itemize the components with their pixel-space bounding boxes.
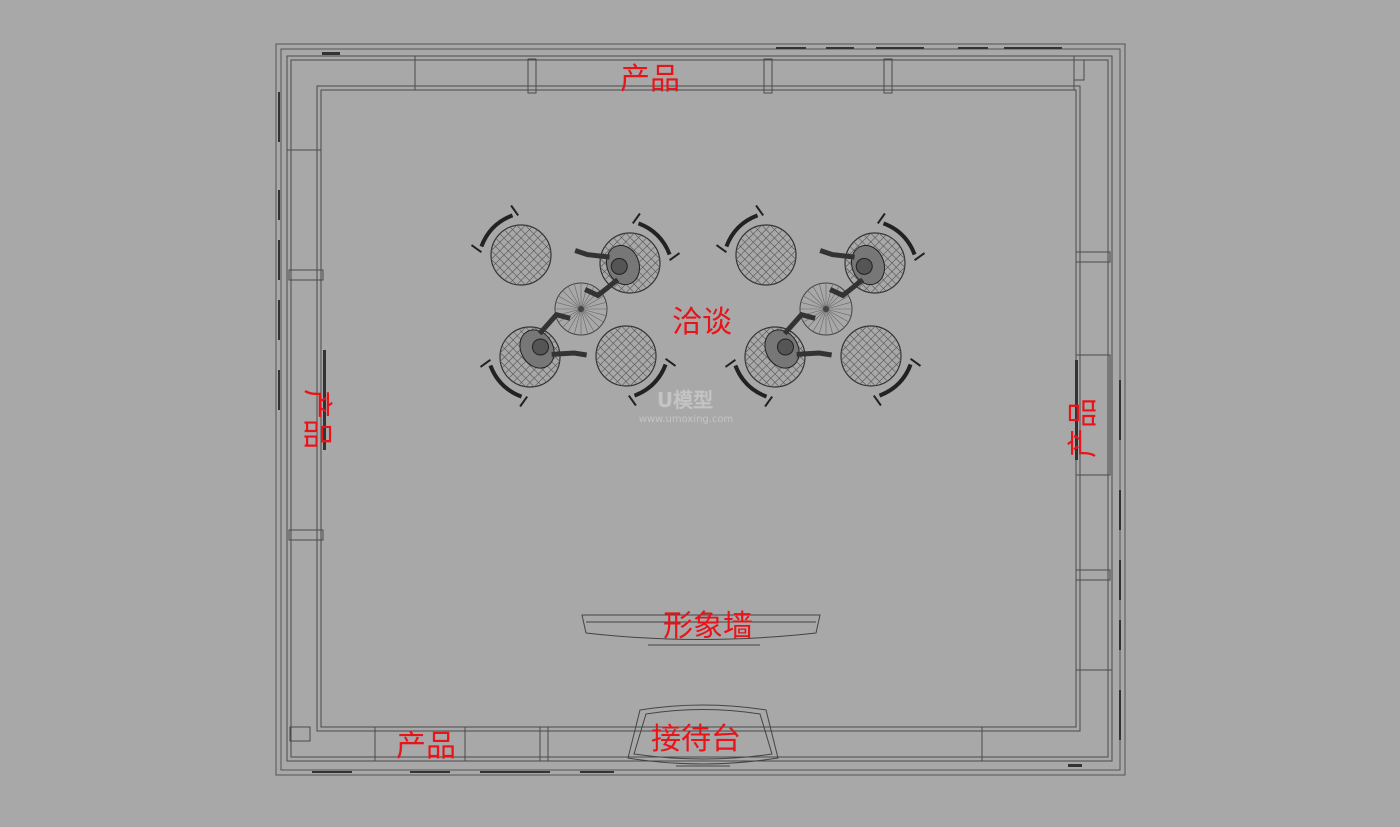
label-reception: 接待台 xyxy=(651,722,741,757)
seated-figure xyxy=(574,244,641,299)
reception-desk xyxy=(627,704,779,767)
watermark-url: www.umoxing.com xyxy=(639,414,734,425)
seated-figure xyxy=(519,311,588,369)
label-product-left: 产品 xyxy=(299,389,334,449)
wall-markers xyxy=(278,47,1121,773)
seated-figure xyxy=(764,311,833,369)
label-product-right: 产品 xyxy=(1066,398,1101,458)
perimeter-counters xyxy=(286,55,1113,762)
label-product-bottom: 产品 xyxy=(396,729,456,764)
seated-figure xyxy=(819,244,886,299)
round-table xyxy=(799,282,853,336)
label-product-top: 产品 xyxy=(620,62,680,97)
image-wall xyxy=(581,614,821,646)
negotiation-seating xyxy=(470,204,926,408)
round-table xyxy=(554,282,608,336)
label-negotiation: 洽谈 xyxy=(672,305,732,340)
chair xyxy=(840,325,922,407)
label-image-wall: 形象墙 xyxy=(663,609,753,644)
chair xyxy=(470,204,552,286)
chair xyxy=(595,325,677,407)
chair xyxy=(715,204,797,286)
watermark-brand: U模型 xyxy=(657,388,713,412)
